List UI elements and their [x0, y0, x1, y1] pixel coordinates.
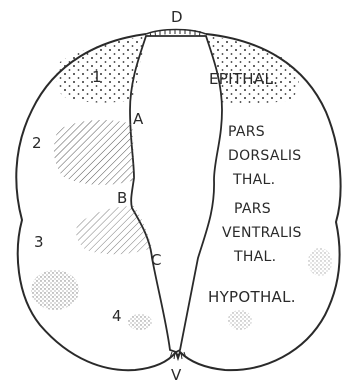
label-region-2: 2 — [32, 134, 42, 152]
label-epithal: EPITHAL. — [209, 70, 278, 88]
stipple-patch-left — [31, 270, 79, 310]
label-point-a: A — [133, 110, 144, 128]
label-pars-ventralis-2: VENTRALIS — [222, 225, 302, 241]
label-point-b: B — [117, 189, 128, 207]
label-point-c: C — [151, 251, 162, 269]
label-ventral: V — [171, 366, 182, 384]
stipple-patch-right-low — [228, 310, 252, 330]
region-2-hatched — [54, 120, 134, 185]
label-pars-ventralis-3: THAL. — [233, 249, 276, 265]
label-pars-ventralis-1: PARS — [234, 201, 271, 217]
label-region-3: 3 — [34, 233, 44, 251]
label-region-1: 1 — [92, 68, 102, 86]
label-pars-dorsalis-3: THAL. — [232, 172, 275, 188]
label-pars-dorsalis-2: DORSALIS — [228, 148, 301, 164]
label-pars-dorsalis-1: PARS — [228, 124, 265, 140]
label-dorsal: D — [171, 8, 183, 26]
label-region-4: 4 — [112, 307, 122, 325]
label-hypothal: HYPOTHAL. — [208, 288, 296, 306]
stipple-patch-4 — [128, 314, 152, 330]
stipple-patch-right-mid — [308, 248, 332, 276]
